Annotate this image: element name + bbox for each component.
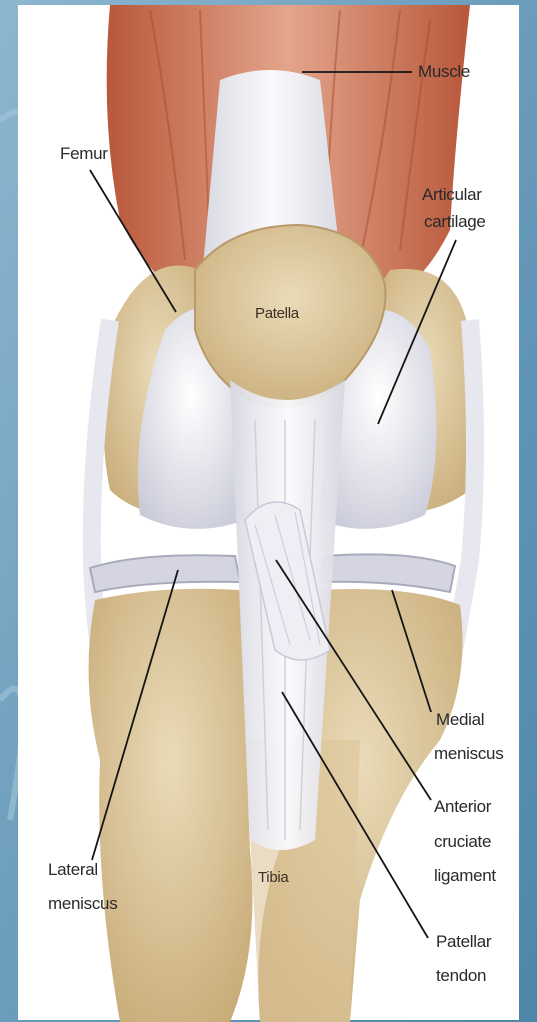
label-articular-cartilage-line2: cartilage [424, 210, 486, 234]
label-lateral-meniscus-line2: meniscus [48, 892, 117, 916]
label-acl-line2: cruciate [434, 830, 491, 854]
label-medial-meniscus-line1: Medial [436, 708, 484, 732]
label-tibia: Tibia [258, 866, 288, 890]
label-articular-cartilage-line1: Articular [422, 183, 482, 207]
label-patellar-tendon-line1: Patellar [436, 930, 491, 954]
label-muscle: Muscle [418, 60, 470, 84]
tibia-lateral-bone [89, 589, 253, 1022]
label-acl-line1: Anterior [434, 795, 491, 819]
label-patella: Patella [255, 302, 299, 326]
label-lateral-meniscus-line1: Lateral [48, 858, 98, 882]
label-acl-line3: ligament [434, 864, 496, 888]
label-patellar-tendon-line2: tendon [436, 964, 486, 988]
label-medial-meniscus-line2: meniscus [434, 742, 503, 766]
label-femur: Femur [60, 142, 108, 166]
